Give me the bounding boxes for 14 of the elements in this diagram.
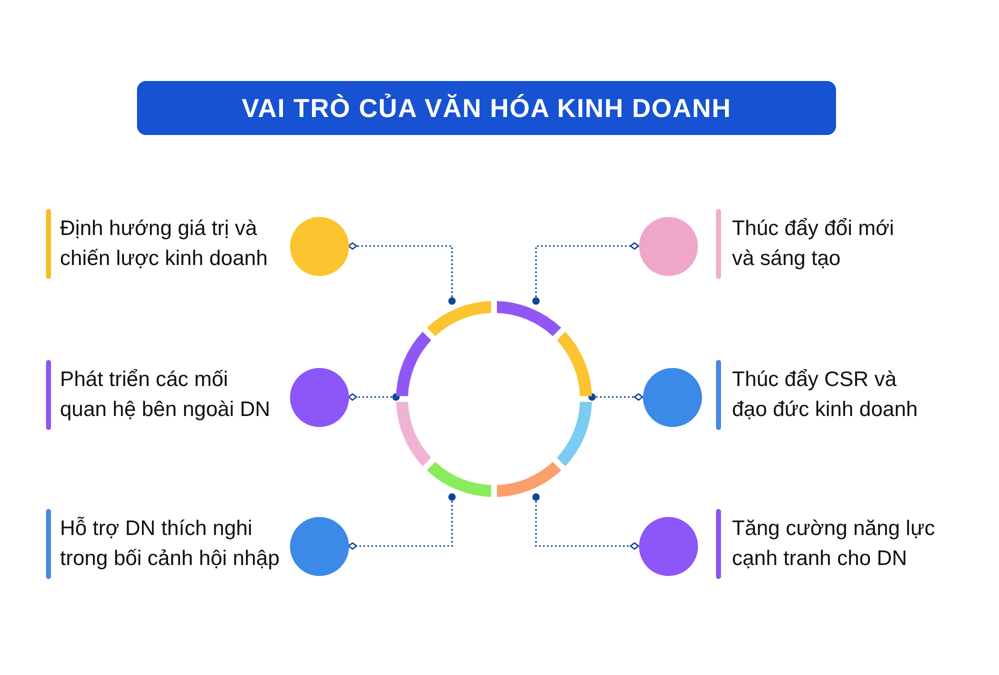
connector <box>588 393 644 401</box>
connector <box>532 493 640 550</box>
connector <box>348 242 456 305</box>
item-text: Thúc đẩy đổi mới và sáng tạo <box>732 216 896 272</box>
item-text: Định hướng giá trị và chiến lược kinh doanh <box>60 216 269 272</box>
connector <box>348 393 400 401</box>
connector <box>348 493 456 550</box>
title: VAI TRÒ CỦA VĂN HÓA KINH DOANH <box>137 81 836 135</box>
item-text: Phát triển các mối quan hệ bên ngoài DN <box>60 367 272 423</box>
item-text: Hỗ trợ DN thích nghi trong bối cảnh hội nhập <box>60 516 281 572</box>
segmented-ring <box>396 301 592 497</box>
item-text: Thúc đẩy CSR và đạo đức kinh doanh <box>732 367 919 423</box>
connector <box>532 242 640 305</box>
item-text: Tăng cường năng lực cạnh tranh cho DN <box>732 516 936 572</box>
